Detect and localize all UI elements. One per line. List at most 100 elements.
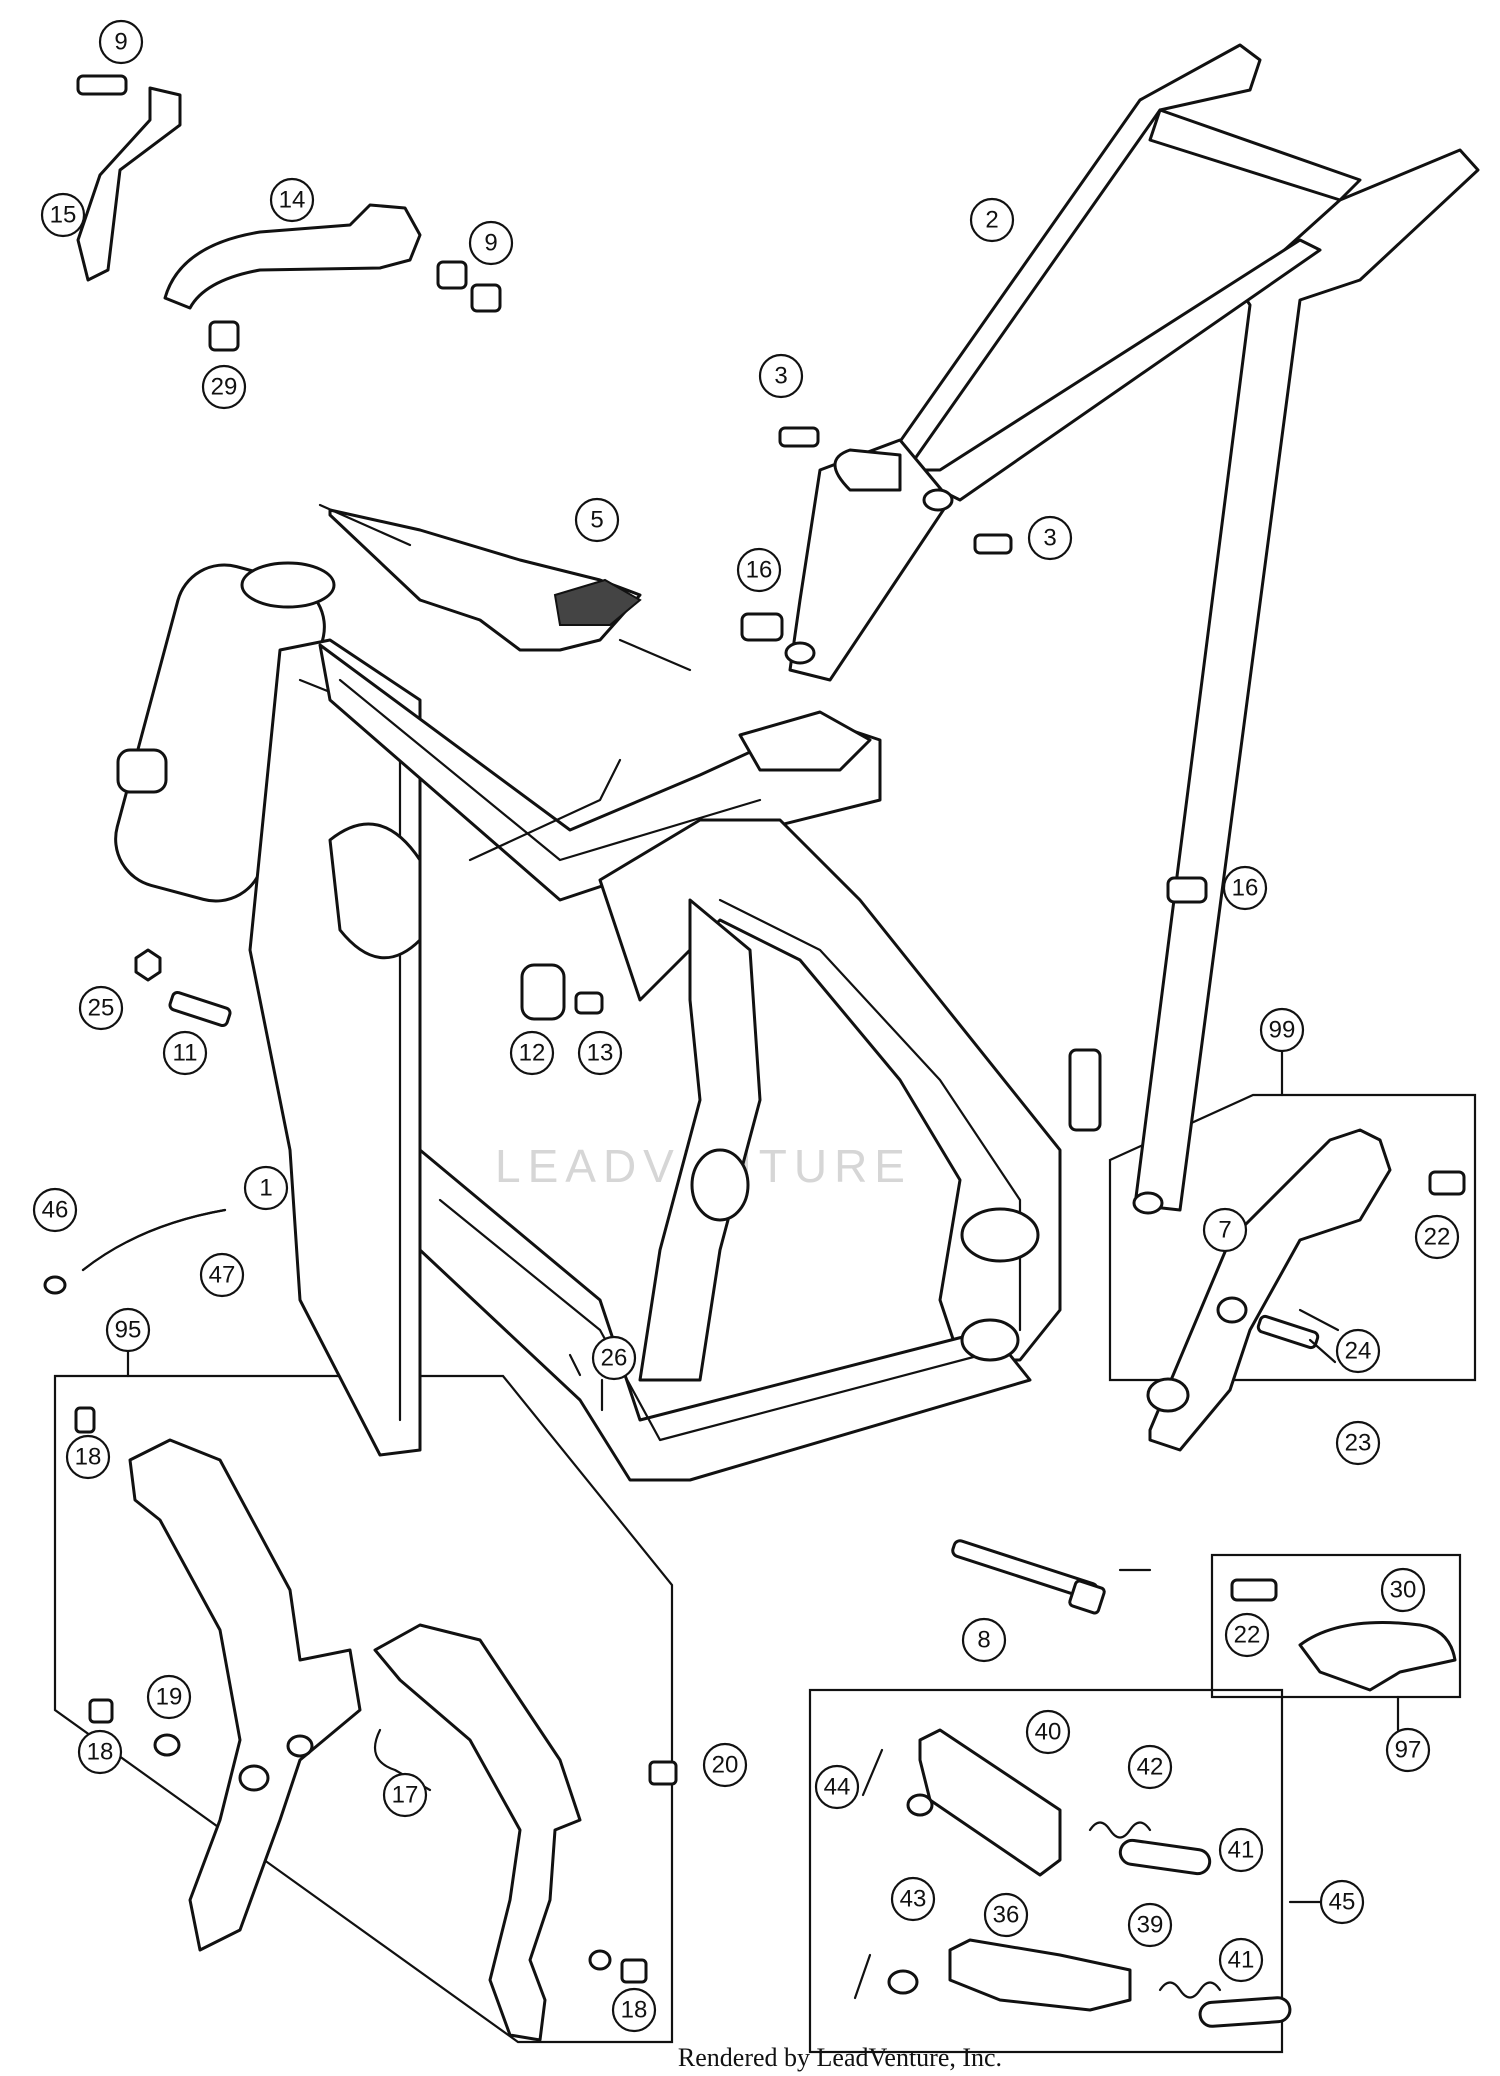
bracket-14 bbox=[163, 203, 422, 310]
group-box-95 bbox=[53, 1374, 674, 2044]
svg-text:24: 24 bbox=[1345, 1338, 1372, 1365]
frame-guard-right bbox=[373, 1623, 582, 2042]
bolt-16b bbox=[1166, 876, 1208, 904]
callout-95: 95 bbox=[105, 1307, 151, 1353]
svg-text:9: 9 bbox=[114, 29, 127, 56]
spring-39 bbox=[1158, 1981, 1222, 1999]
callout-44: 44 bbox=[814, 1764, 860, 1810]
callout-7: 7 bbox=[1202, 1207, 1248, 1253]
callout-41-bottom: 41 bbox=[1218, 1937, 1264, 1983]
svg-text:15: 15 bbox=[50, 202, 77, 229]
group-box-99 bbox=[1108, 1093, 1477, 1382]
spacer-12 bbox=[520, 963, 566, 1021]
svg-text:12: 12 bbox=[519, 1040, 546, 1067]
chain-guard-30 bbox=[1298, 1621, 1457, 1692]
callout-15: 15 bbox=[40, 192, 86, 238]
callout-16-top: 16 bbox=[736, 547, 782, 593]
callout-22-right: 22 bbox=[1414, 1214, 1460, 1260]
callout-30: 30 bbox=[1380, 1567, 1426, 1613]
callout-13: 13 bbox=[577, 1030, 623, 1076]
svg-text:26: 26 bbox=[601, 1345, 628, 1372]
callout-1: 1 bbox=[243, 1165, 289, 1211]
callout-8: 8 bbox=[961, 1617, 1007, 1663]
svg-text:22: 22 bbox=[1424, 1224, 1451, 1251]
bolt-3b bbox=[973, 533, 1013, 555]
svg-text:23: 23 bbox=[1345, 1430, 1372, 1457]
bracket-15 bbox=[76, 86, 182, 282]
callout-18-mid: 18 bbox=[77, 1729, 123, 1775]
svg-text:8: 8 bbox=[977, 1627, 990, 1654]
callout-3-top: 3 bbox=[758, 353, 804, 399]
rear-subframe bbox=[784, 43, 1480, 1215]
svg-text:3: 3 bbox=[774, 363, 787, 390]
svg-text:43: 43 bbox=[900, 1886, 927, 1913]
callout-11: 11 bbox=[162, 1030, 208, 1076]
pivot-plate-7 bbox=[1148, 1128, 1392, 1452]
cotter-43 bbox=[853, 1953, 872, 2000]
svg-text:46: 46 bbox=[42, 1197, 69, 1224]
callout-46: 46 bbox=[32, 1187, 78, 1233]
bolt-16a bbox=[740, 612, 784, 642]
svg-text:13: 13 bbox=[587, 1040, 614, 1067]
bolt-29 bbox=[208, 320, 240, 352]
pin-41b bbox=[1198, 1996, 1292, 2028]
svg-text:16: 16 bbox=[1232, 875, 1259, 902]
bolt-9c bbox=[470, 283, 502, 313]
bolt-18c bbox=[620, 1958, 648, 1984]
bolt-22a bbox=[1428, 1170, 1466, 1196]
callout-24: 24 bbox=[1335, 1328, 1381, 1374]
bolt-18b bbox=[88, 1698, 114, 1724]
callout-25: 25 bbox=[78, 985, 124, 1031]
callout-12: 12 bbox=[509, 1030, 555, 1076]
svg-text:18: 18 bbox=[75, 1444, 102, 1471]
svg-text:22: 22 bbox=[1234, 1622, 1261, 1649]
group-box-97 bbox=[1210, 1553, 1462, 1699]
hose-47 bbox=[81, 1208, 227, 1272]
svg-text:18: 18 bbox=[621, 1997, 648, 2024]
svg-text:40: 40 bbox=[1035, 1719, 1062, 1746]
cable-tie-17 bbox=[373, 1728, 432, 1792]
callout-18-bottom: 18 bbox=[611, 1987, 657, 2033]
callout-3-right: 3 bbox=[1027, 515, 1073, 561]
svg-text:41: 41 bbox=[1228, 1947, 1255, 1974]
svg-text:18: 18 bbox=[87, 1739, 114, 1766]
svg-text:2: 2 bbox=[985, 207, 998, 234]
bolt-3a bbox=[778, 426, 820, 448]
frame-guard-left bbox=[128, 1438, 362, 1952]
nut-25 bbox=[134, 948, 162, 982]
callout-20: 20 bbox=[702, 1742, 748, 1788]
svg-text:9: 9 bbox=[484, 230, 497, 257]
callout-19: 19 bbox=[146, 1674, 192, 1720]
credit-text: Rendered by LeadVenture, Inc. bbox=[678, 2043, 1002, 2072]
callout-36: 36 bbox=[983, 1892, 1029, 1938]
callout-41-top: 41 bbox=[1218, 1827, 1264, 1873]
callout-16-right: 16 bbox=[1222, 865, 1268, 911]
callout-47: 47 bbox=[199, 1252, 245, 1298]
bolt-11 bbox=[168, 990, 232, 1028]
callout-22-box97: 22 bbox=[1224, 1612, 1270, 1658]
svg-text:3: 3 bbox=[1043, 525, 1056, 552]
callout-14: 14 bbox=[269, 177, 315, 223]
svg-text:99: 99 bbox=[1269, 1017, 1296, 1044]
svg-text:5: 5 bbox=[590, 507, 603, 534]
bolt-13 bbox=[574, 991, 604, 1015]
svg-text:42: 42 bbox=[1137, 1754, 1164, 1781]
clamp-46 bbox=[43, 1275, 67, 1295]
svg-text:7: 7 bbox=[1218, 1217, 1231, 1244]
callout-23: 23 bbox=[1335, 1420, 1381, 1466]
callout-26: 26 bbox=[591, 1335, 637, 1381]
svg-text:14: 14 bbox=[279, 187, 306, 214]
callout-40: 40 bbox=[1025, 1709, 1071, 1755]
svg-text:45: 45 bbox=[1329, 1889, 1356, 1916]
callout-2: 2 bbox=[969, 197, 1015, 243]
tank-bracket bbox=[318, 503, 692, 672]
svg-text:30: 30 bbox=[1390, 1577, 1417, 1604]
svg-text:97: 97 bbox=[1395, 1737, 1422, 1764]
callout-99: 99 bbox=[1259, 1007, 1305, 1053]
bolt-9a bbox=[76, 74, 128, 96]
cotter-44 bbox=[861, 1748, 884, 1797]
callout-29: 29 bbox=[201, 364, 247, 410]
svg-text:25: 25 bbox=[88, 995, 115, 1022]
bolt-9b bbox=[436, 260, 468, 290]
